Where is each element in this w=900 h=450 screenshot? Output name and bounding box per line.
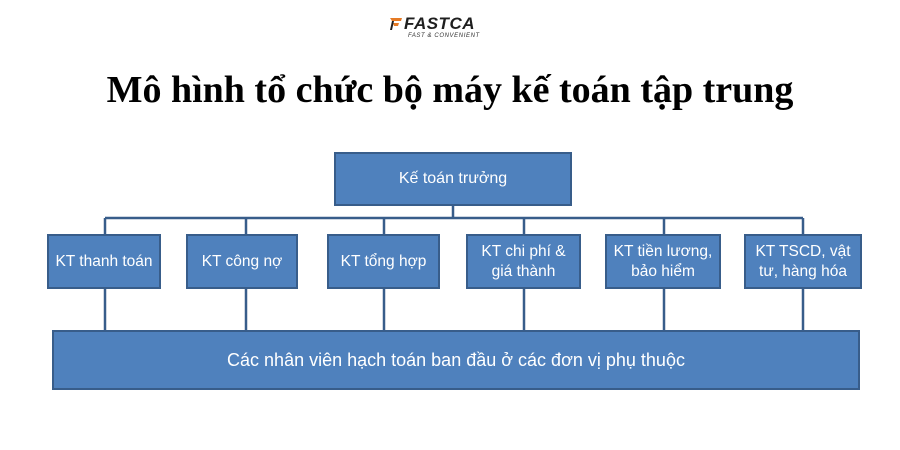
node-label: KT tiền lương, bảo hiểm [614,242,713,282]
node-label-line: KT tiền lương, [613,242,713,260]
node-cost-accounting: KT chi phí & giá thành [466,234,581,289]
node-label: KT công nợ [202,252,283,272]
page-title: Mô hình tổ chức bộ máy kế toán tập trung [106,69,794,111]
node-dependent-unit-staff: Các nhân viên hạch toán ban đầu ở các đơ… [52,330,860,390]
node-label-line: tư, hàng hóa [759,262,847,280]
node-label-line: KT chi phí & [481,242,566,260]
node-label-line: KT công nợ [201,252,283,270]
node-label-line: bảo hiểm [631,262,695,280]
node-debt-accounting: KT công nợ [186,234,298,289]
node-label-line: KT tổng hợp [340,252,427,270]
node-label: KT tổng hợp [341,252,427,272]
fastca-logo: FASTCA FAST & CONVENIENT [388,12,508,42]
node-payment-accounting: KT thanh toán [47,234,161,289]
node-label: KT chi phí & giá thành [481,242,565,282]
node-fixed-assets-accounting: KT TSCD, vật tư, hàng hóa [744,234,862,289]
node-general-accounting: KT tổng hợp [327,234,440,289]
logo-tagline: FAST & CONVENIENT [408,33,480,39]
node-chief-accountant: Kế toán trưởng [334,152,572,206]
fastca-logo-mark-icon [390,18,402,30]
node-label-line: KT TSCD, vật [755,242,851,260]
node-label-line: giá thành [491,262,556,280]
logo-brand: FASTCA [404,14,475,33]
node-label: KT thanh toán [55,252,152,272]
node-label-line: KT thanh toán [55,252,153,270]
node-label: KT TSCD, vật tư, hàng hóa [755,242,850,282]
node-payroll-accounting: KT tiền lương, bảo hiểm [605,234,721,289]
